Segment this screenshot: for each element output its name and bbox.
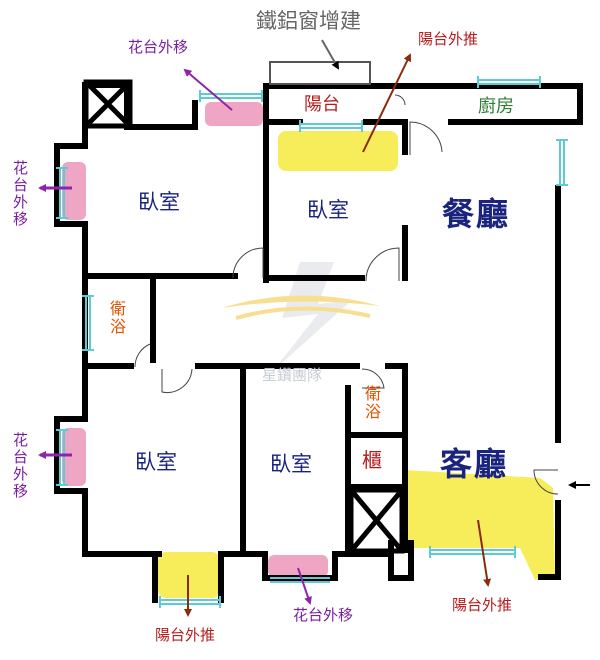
bedroom-bottom-middle-label: 臥室 <box>270 452 312 476</box>
bath-left-label: 衛浴 <box>107 300 126 336</box>
balcony-push-note-top: 陽台外推 <box>418 30 479 48</box>
flower-move-arrow-bottom <box>297 567 312 605</box>
flower-zone-bottom <box>268 555 328 577</box>
balcony-push-zone-living <box>405 470 555 580</box>
dining-room-label: 餐廳 <box>442 195 511 233</box>
highlight-zones <box>62 102 555 598</box>
annotation-arrows <box>38 39 590 617</box>
watermark-logo <box>222 262 380 372</box>
flower-move-note-bottom: 花台外移 <box>293 606 354 624</box>
flower-zone-top <box>205 102 263 126</box>
flower-move-arrow-top <box>183 68 233 111</box>
flower-zone-left-top <box>62 162 86 220</box>
kitchen-label: 廚房 <box>478 96 514 117</box>
bedroom-bottom-left-label: 臥室 <box>135 450 177 474</box>
bedroom-top-left-label: 臥室 <box>138 190 180 214</box>
living-room-label: 客廳 <box>440 445 509 483</box>
flower-move-note-left-top: 花台外移 <box>11 160 29 228</box>
balcony-push-arrow-bottom-right <box>477 519 492 587</box>
balcony-push-zone-top <box>278 131 398 171</box>
balcony-label: 陽台 <box>304 94 340 115</box>
watermark-text: 星鑽團隊 <box>262 366 323 384</box>
alu-window-label: 鐵鋁窗增建 <box>256 9 361 33</box>
balcony-push-arrow-top <box>362 53 411 153</box>
balcony-push-note-bottom-left: 陽台外推 <box>155 626 216 644</box>
balcony-push-note-bottom-right: 陽台外推 <box>452 596 513 614</box>
cabinet-label: 櫃 <box>362 448 382 472</box>
alu-window-arrow <box>321 39 339 70</box>
alu-window-addition-box <box>269 61 371 85</box>
doors <box>134 94 559 495</box>
bath-center-label: 衛浴 <box>362 385 381 421</box>
flower-move-note-left-bottom: 花台外移 <box>11 432 29 500</box>
bedroom-top-middle-label: 臥室 <box>307 198 349 222</box>
flower-zone-left-bottom <box>62 428 86 486</box>
walls <box>54 79 583 603</box>
windows <box>56 76 568 608</box>
flower-move-note-top: 花台外移 <box>128 38 189 56</box>
